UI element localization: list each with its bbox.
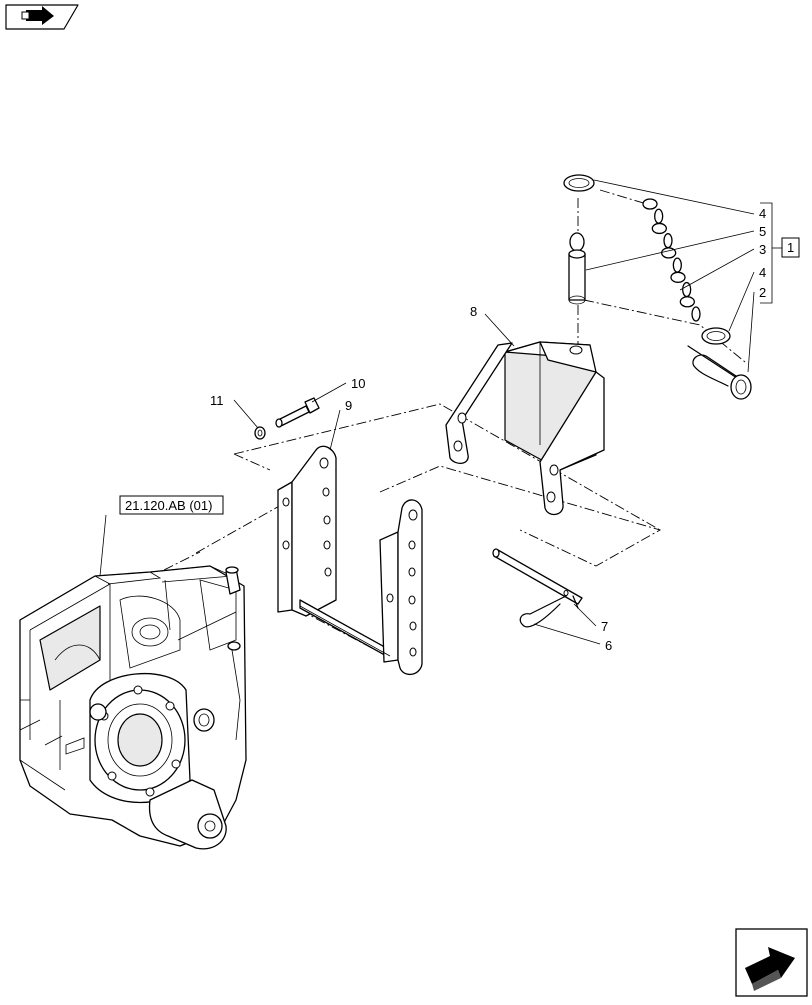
kit-reference[interactable]: 1 (781, 237, 800, 258)
callout-2: 2 (759, 285, 766, 300)
pin-5 (568, 232, 586, 305)
r-clip-7 (519, 595, 579, 628)
chain-link (663, 233, 673, 249)
chain-3 (642, 198, 701, 322)
callout-7: 7 (601, 619, 608, 634)
callout-6: 6 (605, 638, 612, 653)
chain-link (679, 296, 695, 308)
callout-8: 8 (470, 304, 477, 319)
exploded-view-arrow-icon[interactable] (5, 4, 79, 30)
ring-4-top (563, 174, 595, 192)
next-page-arrow-icon[interactable] (735, 928, 808, 997)
chain-link (654, 208, 664, 224)
chain-link (672, 257, 682, 273)
callout-5: 5 (759, 224, 766, 239)
pin-6 (492, 548, 583, 605)
callout-leaders (99, 179, 782, 645)
chain-link (691, 306, 701, 322)
chain-link (651, 222, 667, 235)
callout-3: 3 (759, 242, 766, 257)
hitch-bracket-8 (445, 341, 605, 516)
chain-link (670, 271, 686, 283)
cross-reference-link[interactable]: 21.120.AB (01) (119, 495, 224, 515)
drawbar-frame-9 (277, 445, 423, 675)
chain-link (642, 198, 658, 210)
kit-reference-number: 1 (787, 240, 794, 255)
bolt-10 (275, 397, 320, 428)
callout-10: 10 (351, 376, 365, 391)
callout-11: 11 (210, 393, 224, 408)
callout-4-lower: 4 (759, 265, 766, 280)
washer-11 (254, 426, 266, 440)
callout-labels: 4 5 3 4 2 8 11 10 9 7 6 (210, 206, 766, 653)
ring-4-lower (701, 327, 731, 345)
callout-9: 9 (345, 398, 352, 413)
lynch-pin-2 (687, 345, 752, 400)
cross-reference-label: 21.120.AB (01) (125, 498, 212, 513)
transmission-housing (19, 565, 247, 850)
callout-4-top: 4 (759, 206, 766, 221)
